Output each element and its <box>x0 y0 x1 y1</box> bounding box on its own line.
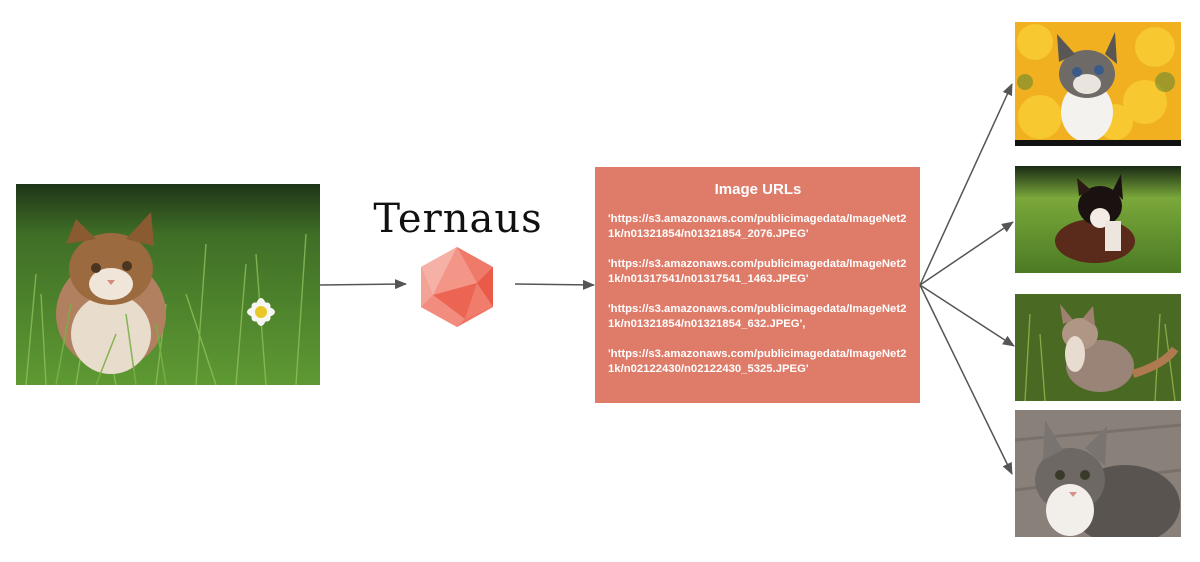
result-image-4 <box>1015 410 1181 537</box>
url-item: 'https://s3.amazonaws.com/publicimagedat… <box>608 213 907 240</box>
image-urls-box: Image URLs 'https://s3.amazonaws.com/pub… <box>595 167 920 403</box>
brand-name: Ternaus <box>373 196 543 242</box>
arrow-to-result-4 <box>919 284 1013 475</box>
arrow-image-to-ternaus <box>319 279 407 290</box>
url-item: 'https://s3.amazonaws.com/publicimagedat… <box>608 348 907 375</box>
url-item: 'https://s3.amazonaws.com/publicimagedat… <box>608 303 907 330</box>
arrow-ternaus-to-urls <box>514 279 595 290</box>
arrow-to-result-1 <box>919 83 1013 286</box>
input-kitten-image <box>16 184 320 385</box>
icosahedron-icon <box>421 247 493 327</box>
arrow-to-result-3 <box>919 284 1015 347</box>
result-image-2 <box>1015 166 1181 273</box>
url-item: 'https://s3.amazonaws.com/publicimagedat… <box>608 258 907 285</box>
result-image-1 <box>1015 22 1181 146</box>
url-box-title: Image URLs <box>714 181 802 198</box>
result-image-3 <box>1015 294 1181 401</box>
arrow-to-result-2 <box>919 221 1014 286</box>
